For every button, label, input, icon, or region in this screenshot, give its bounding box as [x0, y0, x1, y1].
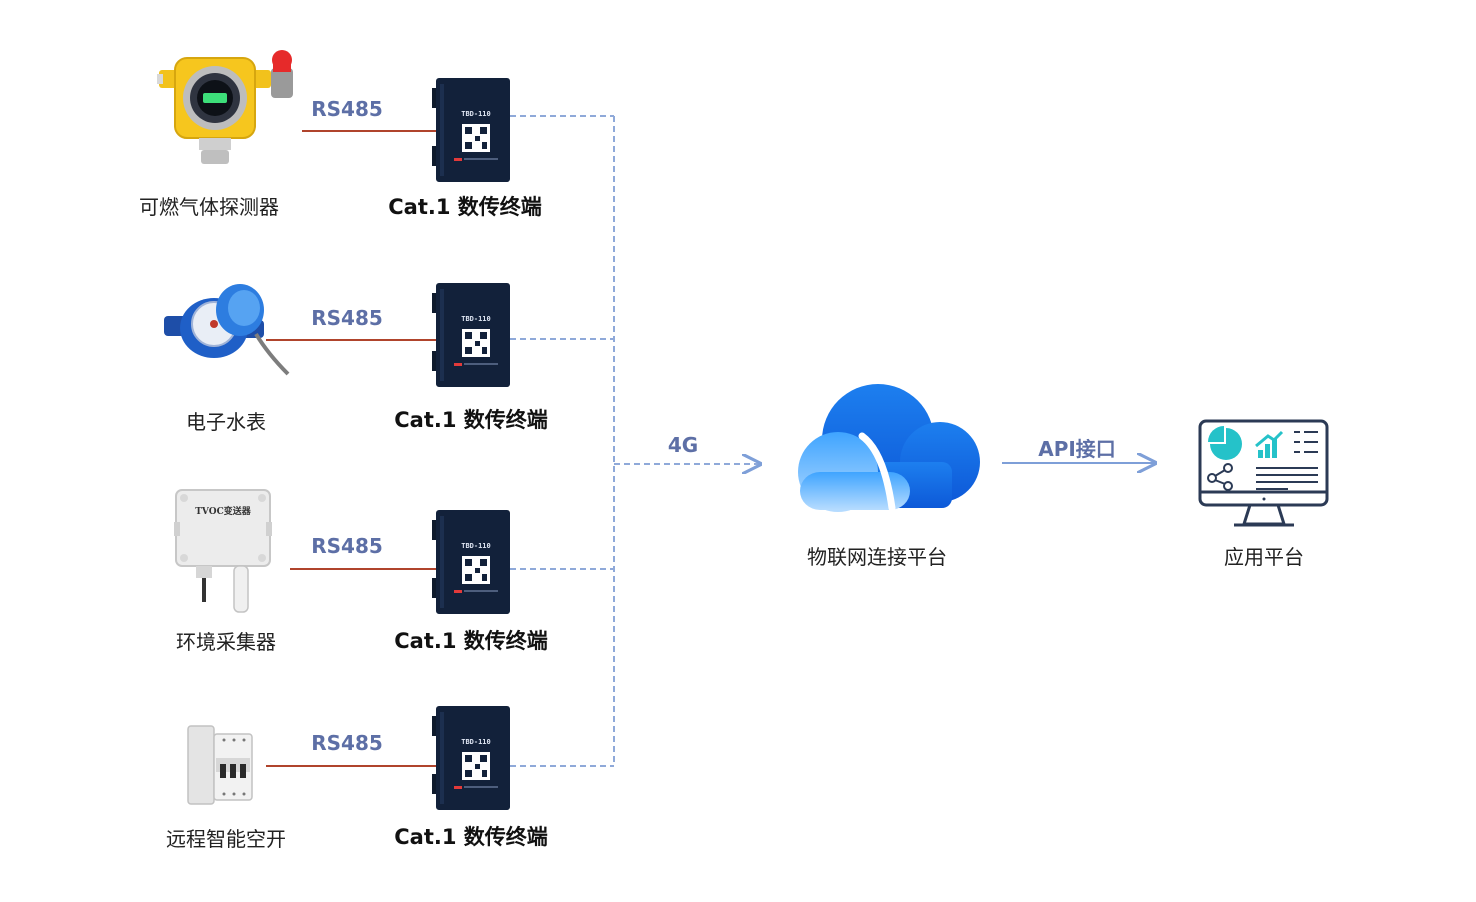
cloud-icon: [798, 384, 980, 512]
terminal-label-3: Cat.1 数传终端: [394, 629, 548, 653]
terminal-icon: TBD-110: [432, 78, 510, 182]
terminal-model: TBD-110: [461, 542, 491, 550]
gas-detector-icon: [157, 50, 293, 164]
smart-breaker-icon: [187, 725, 253, 805]
network-4g-label: 4G: [667, 433, 699, 457]
dashboard-monitor-icon: [1198, 419, 1329, 527]
device-label-smart-breaker: 远程智能空开: [166, 827, 286, 851]
terminal-device-4: TBD-110: [432, 706, 512, 810]
terminal-icon: TBD-110: [432, 510, 510, 614]
terminal-icon: TBD-110: [432, 706, 510, 810]
rs485-label-3: RS485: [311, 534, 383, 558]
water-meter-icon: [164, 284, 290, 376]
device-label-water-meter: 电子水表: [186, 410, 266, 434]
device-label-gas-detector: 可燃气体探测器: [139, 195, 279, 219]
environment-collector-icon: TVOC变送器: [174, 489, 272, 613]
terminal-model: TBD-110: [461, 315, 491, 323]
terminal-device-2: TBD-110: [432, 283, 512, 387]
api-label: API接口: [1038, 437, 1116, 461]
terminal-label-2: Cat.1 数传终端: [394, 408, 548, 432]
terminal-device-3: TBD-110: [432, 510, 512, 614]
rs485-label-1: RS485: [311, 97, 383, 121]
rs485-label-2: RS485: [311, 306, 383, 330]
terminal-label-1: Cat.1 数传终端: [388, 195, 542, 219]
terminal-model: TBD-110: [461, 110, 491, 118]
terminal-label-4: Cat.1 数传终端: [394, 825, 548, 849]
terminal-model: TBD-110: [461, 738, 491, 746]
terminal-icon: TBD-110: [432, 283, 510, 387]
terminal-device-1: TBD-110: [432, 78, 512, 182]
cloud-label: 物联网连接平台: [807, 545, 947, 569]
rs485-label-4: RS485: [311, 731, 383, 755]
tvoc-label: TVOC变送器: [195, 505, 252, 517]
device-label-environment-collector: 环境采集器: [176, 630, 276, 654]
app-platform-label: 应用平台: [1224, 545, 1304, 569]
